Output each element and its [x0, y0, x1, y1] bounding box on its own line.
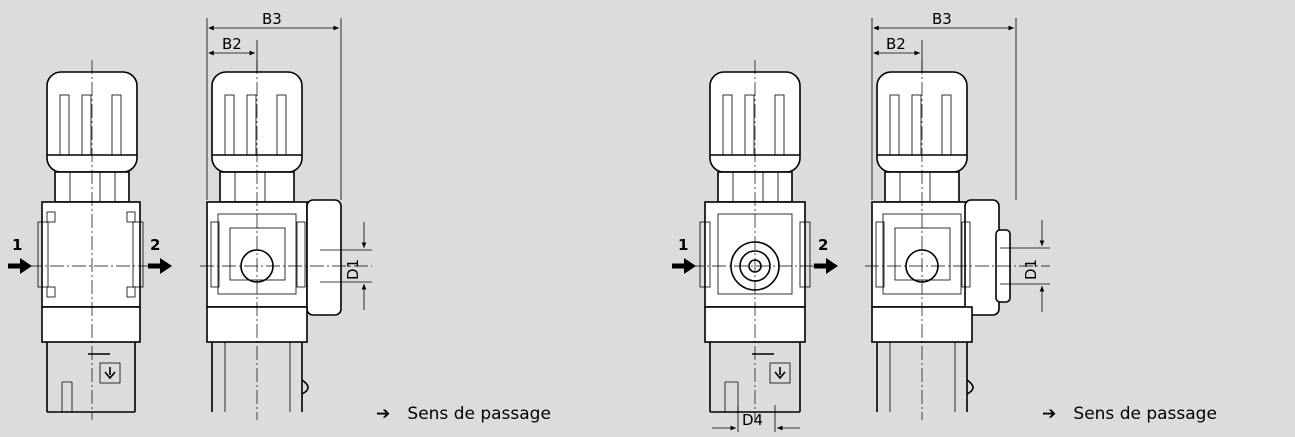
dimension-b2-a: B2 [208, 35, 258, 72]
legend-text: Sens de passage [407, 404, 551, 424]
dimension-b3-b: B3 [871, 10, 1017, 200]
d1-label: D1 [344, 259, 362, 280]
dimension-b3-a: B3 [206, 10, 342, 200]
legend-text: Sens de passage [1073, 404, 1217, 424]
port-2-label: 2 [150, 236, 160, 254]
legend-flow-direction-b: ➔ Sens de passage [1042, 404, 1217, 424]
port-2-label-b: 2 [818, 236, 828, 254]
regulator-side-view-a [200, 60, 372, 420]
regulator-side-view-b [865, 60, 1050, 420]
arrow-right-icon: ➔ [1042, 404, 1057, 424]
dimension-d4: D4 [712, 405, 800, 432]
dimension-d1-b: D1 [1000, 220, 1050, 312]
d1-label-b: D1 [1022, 259, 1040, 280]
d4-label: D4 [742, 411, 763, 429]
b3-label-b: B3 [932, 10, 952, 28]
dimension-d1-a: D1 [320, 222, 372, 310]
b3-label: B3 [262, 10, 282, 28]
port-1-label: 1 [12, 236, 22, 254]
legend-flow-direction-a: ➔ Sens de passage [376, 404, 551, 424]
arrow-right-icon: ➔ [376, 404, 391, 424]
dimension-b2-b: B2 [873, 35, 923, 72]
regulator-front-view-a [28, 60, 150, 420]
port-1-label-b: 1 [678, 236, 688, 254]
regulator-front-view-b [690, 60, 815, 420]
b2-label-b: B2 [886, 35, 906, 53]
b2-label: B2 [222, 35, 242, 53]
